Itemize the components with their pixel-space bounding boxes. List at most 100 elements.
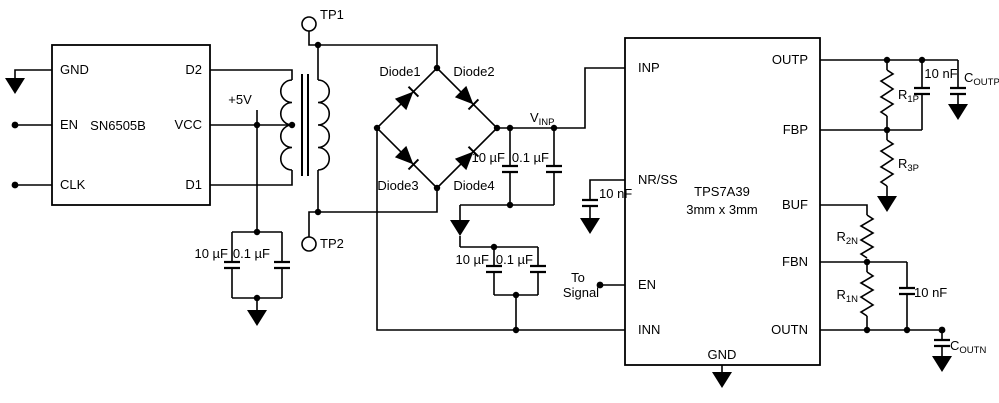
coutn-label: COUTN [950,338,986,356]
ground-left-icon [5,78,25,94]
ground-coutp-icon [948,104,968,120]
test-point-tp2 [301,236,317,252]
transformer [280,74,330,176]
wire-tp2-bridge-bottom [308,170,438,237]
supply-5v-label: +5V [228,92,252,107]
cap-ffp-label: 10 nF [924,66,957,81]
diode4-symbol [454,151,474,171]
pin-label-en: EN [60,117,78,132]
pin-label-fbn: FBN [782,254,808,269]
diode2-symbol [454,85,474,105]
diode1-cathode-bar [407,85,420,98]
r1n-label: R1N [836,287,858,305]
diode2-label: Diode2 [453,64,494,79]
resistor-r3p [879,139,895,187]
diode4-cathode-bar [467,145,480,158]
pin-label-fbp: FBP [783,122,808,137]
terminal-outn-dot [938,326,946,334]
junction-supply-caps-bottom [253,294,261,302]
cap-ffn-label: 10 nF [914,285,947,300]
r2n-label: R2N [836,229,858,247]
junction-supply-caps-top [253,228,261,236]
vinp-label: VINP [530,110,555,128]
pin-label-clk: CLK [60,177,86,192]
ground-tps-icon [712,372,732,388]
cap-supply-10uF [224,260,240,270]
ground-coutn-icon [932,356,952,372]
transformer-secondary-coil [317,79,330,171]
diode4-label: Diode4 [453,178,494,193]
cap-coutp [950,86,966,96]
junction-fbp [883,126,891,134]
resistor-r1n [859,271,875,317]
pin-label-outn: OUTN [771,322,808,337]
ground-supply-caps-icon [247,310,267,326]
transformer-core [301,74,309,176]
cap-ffn-10nF [899,286,915,296]
terminal-en-dot [11,121,19,129]
junction-vcc-5v [253,121,261,129]
cap-inn-10uF-label: 10 µF [455,252,489,267]
tp1-label: TP1 [320,7,344,22]
terminal-clk-dot [11,181,19,189]
resistors [859,69,895,317]
wire-inn [376,128,625,331]
wire-vinp-to-inp [497,67,625,129]
junction-outp-ffp [918,56,926,64]
pin-label-vcc: VCC [175,117,202,132]
ground-symbols [5,78,968,388]
ground-bridge-caps-icon [450,220,470,236]
pin-label-buf: BUF [782,197,808,212]
diode3-cathode-bar [407,158,420,171]
ic-sn6505b-title: SN6505B [90,118,146,133]
r1p-label: R1P [898,87,919,105]
junction-vinp-gnd-rail [506,201,514,209]
labels: GND EN CLK D2 VCC D1 SN6505B +5V 10 µF 0… [60,7,999,362]
cap-nrss-label: 10 nF [599,186,632,201]
resistor-r1p [879,69,895,117]
junction-centertap [288,121,296,129]
diode1-label: Diode1 [379,64,420,79]
cap-supply-10uF-label: 10 µF [194,246,228,261]
junction-vinp-c2 [550,124,558,132]
wire-buf [820,204,868,215]
tp2-label: TP2 [320,236,344,251]
junction-outp-r1p [883,56,891,64]
cap-inn-10uF [486,264,502,274]
pin-label-gnd: GND [60,62,89,77]
wire-d2-primary [210,69,293,80]
diode2-cathode-bar [467,98,480,111]
diode1-symbol [394,91,414,111]
bridge-diamond [375,66,499,190]
cap-vinp-10uF [502,164,518,174]
pin-label-inp: INP [638,60,660,75]
junction-bridge-bottom [433,184,441,192]
pin-label-en-tps: EN [638,277,656,292]
ground-nrss-icon [580,218,600,234]
cap-inn-0p1uF-label: 0.1 µF [496,252,533,267]
junction-bridge-top [433,64,441,72]
wire-d1-primary [210,170,293,186]
pin-label-inn: INN [638,322,660,337]
ic-sn6505b [51,44,211,206]
coutp-label: COUTP [964,70,999,88]
ic-tps7a39-title: TPS7A39 [694,184,750,199]
pin-label-d1: D1 [185,177,202,192]
wire-gnd-left [14,69,52,78]
ground-r3p-icon [877,196,897,212]
junction-outn-ffn [903,326,911,334]
cap-vinp-0p1uF [546,164,562,174]
cap-supply-0p1uF [274,260,290,270]
junction-inn-caps-bottom [512,291,520,299]
junction-inn-line [512,326,520,334]
diode-bridge [375,66,499,190]
cap-supply-0p1uF-label: 0.1 µF [233,246,270,261]
diode3-symbol [394,145,414,165]
capacitor-plates [224,86,966,348]
junction-outn-r1n [863,326,871,334]
cap-vinp-0p1uF-label: 0.1 µF [512,150,549,165]
pin-label-nrss: NR/SS [638,172,678,187]
pin-label-gnd-tps: GND [708,347,737,362]
